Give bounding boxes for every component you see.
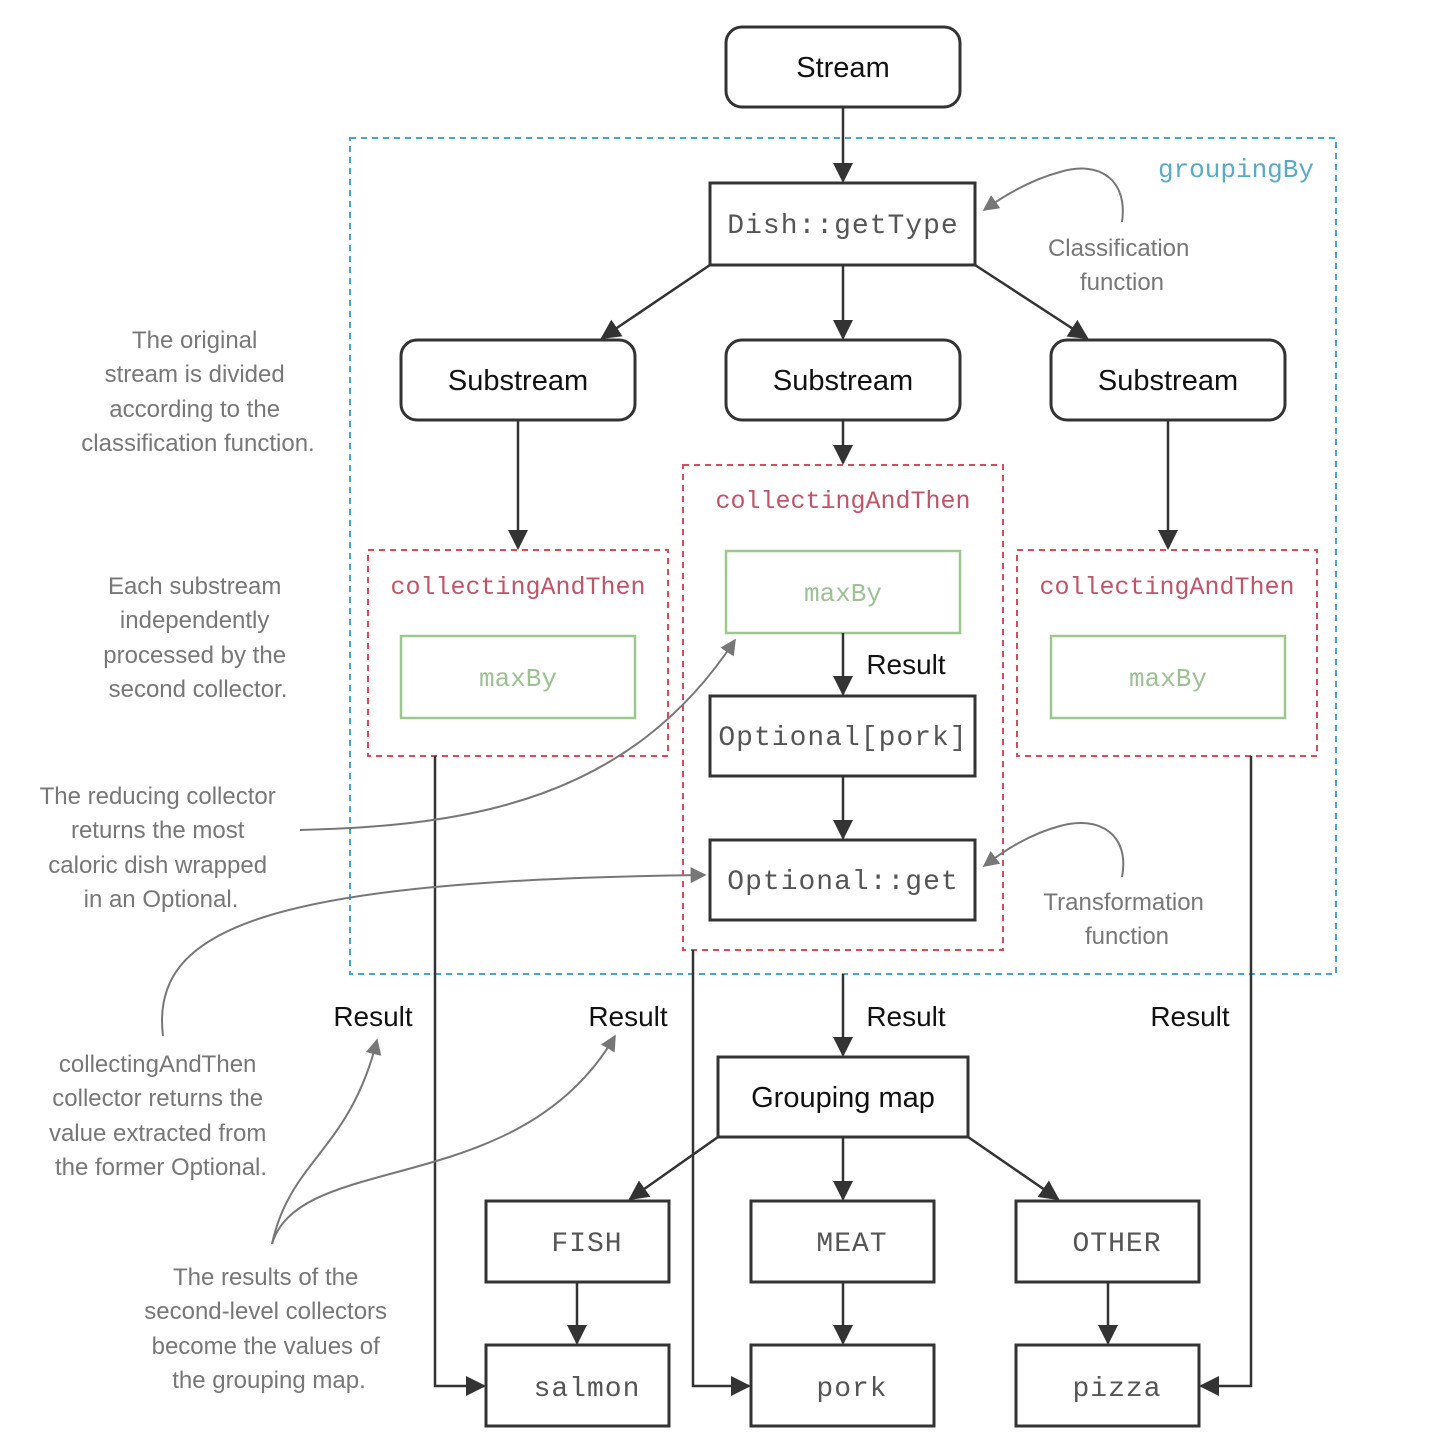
value-pork-label: pork — [816, 1374, 887, 1405]
divided-note-line: according to the — [109, 396, 280, 423]
result-label-right: Result — [1150, 1001, 1230, 1032]
value-salmon-node — [484, 1343, 671, 1428]
result-label-center: Result — [866, 1001, 946, 1032]
divided-note-line: The original — [132, 327, 257, 354]
collecting-mid-container — [682, 464, 1004, 951]
connectors — [433, 107, 1253, 1396]
substream-mid-label: Substream — [773, 365, 913, 397]
transformation-note-line: function — [1085, 923, 1169, 950]
classification-note-line: Classification — [1048, 235, 1189, 262]
key-meat-node — [749, 1199, 936, 1284]
transformation-note: Transformation function — [1043, 889, 1210, 950]
collecting-right-label: collectingAndThen — [1039, 573, 1294, 602]
key-fish-label: FISH — [551, 1229, 622, 1260]
collecting-note-line: the former Optional. — [55, 1154, 267, 1181]
result-label-center-left: Result — [588, 1001, 668, 1032]
maxby-right-label: maxBy — [1129, 664, 1207, 694]
grouping-map-label: Grouping map — [751, 1082, 935, 1114]
stream-label: Stream — [796, 52, 889, 84]
collecting-note: collectingAndThen collector returns the … — [49, 1051, 273, 1181]
value-salmon-label: salmon — [534, 1374, 641, 1405]
reducing-note-line: returns the most — [71, 817, 245, 844]
classification-note: Classification function — [1048, 235, 1196, 296]
collecting-note-line: collectingAndThen — [59, 1051, 256, 1078]
annotation-curves — [161, 167, 1125, 1245]
reducing-note: The reducing collector returns the most … — [40, 783, 283, 913]
optional-get-label: Optional::get — [727, 867, 958, 898]
substream-left-label: Substream — [448, 365, 588, 397]
divided-note: The original stream is divided according… — [81, 327, 314, 457]
divided-note-line: classification function. — [81, 430, 314, 457]
classifier-label: Dish::getType — [727, 211, 958, 242]
substream-right-label: Substream — [1098, 365, 1238, 397]
reducing-note-line: The reducing collector — [40, 783, 276, 810]
collecting-note-line: value extracted from — [49, 1120, 266, 1147]
collecting-left-label: collectingAndThen — [390, 573, 645, 602]
key-other-label: OTHER — [1072, 1229, 1161, 1260]
transformation-note-line: Transformation — [1043, 889, 1204, 916]
reducing-note-line: in an Optional. — [84, 886, 239, 913]
maxby-mid-label: maxBy — [804, 579, 882, 609]
maxby-right-box — [1049, 634, 1287, 720]
optional-pork-node — [708, 694, 977, 778]
value-pizza-node — [1014, 1343, 1201, 1428]
results-values-note: The results of the second-level collecto… — [144, 1264, 393, 1394]
processed-note-line: processed by the — [103, 642, 286, 669]
results-values-note-line: become the values of — [152, 1333, 380, 1360]
processed-note-line: Each substream — [108, 573, 281, 600]
optional-get-node — [708, 838, 977, 922]
collecting-note-line: collector returns the — [52, 1085, 263, 1112]
maxby-left-box — [399, 634, 637, 720]
processed-note-line: second collector. — [109, 676, 288, 703]
reducing-note-line: caloric dish wrapped — [48, 852, 267, 879]
results-values-note-line: second-level collectors — [144, 1298, 387, 1325]
divided-note-line: stream is divided — [105, 361, 285, 388]
value-pizza-label: pizza — [1072, 1374, 1161, 1405]
processed-note-line: independently — [120, 607, 269, 634]
maxby-left-label: maxBy — [479, 664, 557, 694]
value-pork-node — [749, 1343, 936, 1428]
results-values-note-line: The results of the — [173, 1264, 358, 1291]
optional-pork-label: Optional[pork] — [718, 723, 967, 754]
collecting-mid-label: collectingAndThen — [715, 487, 970, 516]
result-label-mid-inner: Result — [866, 649, 946, 680]
classification-note-line: function — [1080, 269, 1164, 296]
results-values-note-line: the grouping map. — [172, 1367, 365, 1394]
grouping-by-label: groupingBy — [1158, 155, 1314, 185]
processed-note: Each substream independently processed b… — [103, 573, 292, 703]
key-other-node — [1014, 1199, 1201, 1284]
key-meat-label: MEAT — [816, 1229, 887, 1260]
grouping-map-node — [716, 1055, 970, 1139]
key-fish-node — [484, 1199, 671, 1284]
result-label-left: Result — [333, 1001, 413, 1032]
